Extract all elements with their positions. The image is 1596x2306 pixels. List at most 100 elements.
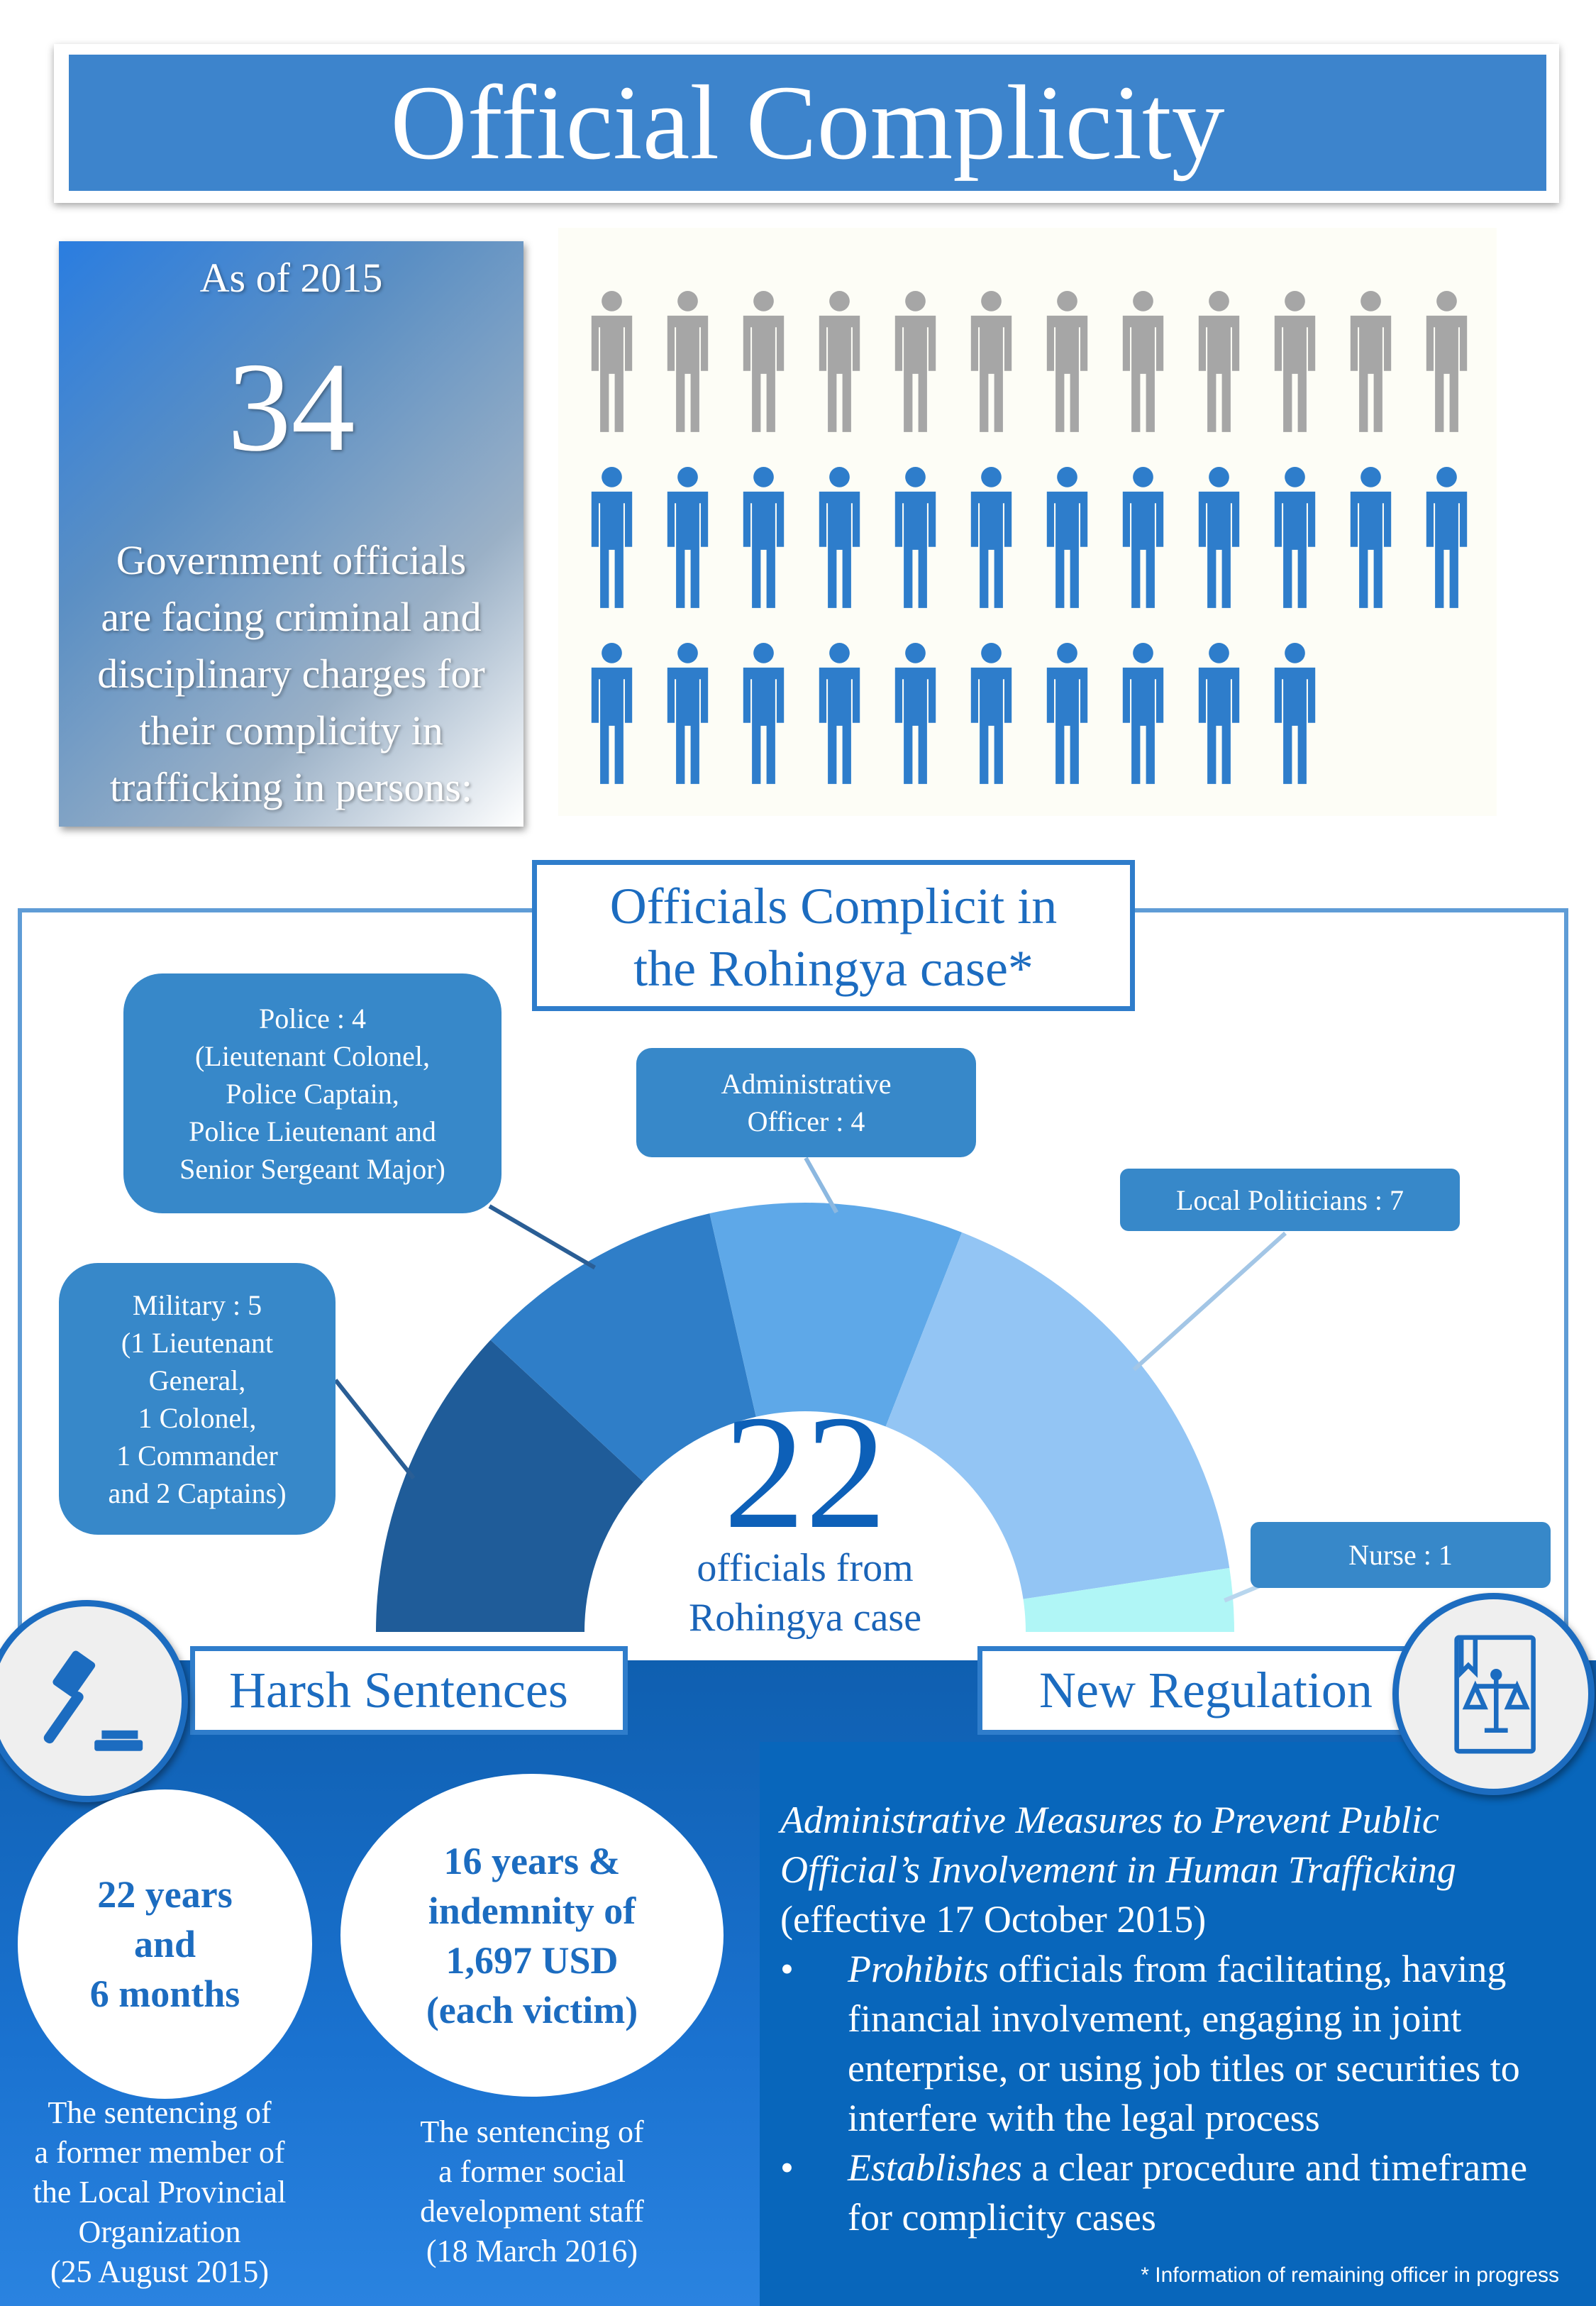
- person-icon-grey: [585, 289, 638, 438]
- sentence-line: 22 years: [97, 1873, 233, 1916]
- regulation-title: Official’s Involvement in Human Traffick…: [780, 1848, 1456, 1891]
- leader-line: [488, 1204, 597, 1270]
- person-icon-grey: [889, 289, 942, 438]
- callout-line: (Lieutenant Colonel,: [194, 1039, 430, 1072]
- callout-line: Nurse : 1: [1348, 1539, 1453, 1571]
- callout-line: Police Lieutenant and: [189, 1115, 436, 1147]
- person-icon-blue: [1041, 465, 1094, 614]
- regulation-bullet: Establishes a clear procedure and timefr…: [780, 2143, 1575, 2242]
- half-donut-chart: [333, 1157, 1321, 1632]
- gavel-icon: [43, 1650, 143, 1751]
- person-icon-blue: [1041, 641, 1094, 790]
- caption-line: a former member of: [34, 2135, 285, 2170]
- regulation-title: Administrative Measures to Prevent Publi…: [780, 1799, 1439, 1841]
- person-icon-blue: [1192, 641, 1246, 790]
- sentence-2-caption: The sentencing of a former social develo…: [379, 2112, 685, 2271]
- sentence-line: indemnity of: [428, 1889, 636, 1932]
- sentence-line: and: [133, 1923, 196, 1965]
- person-icon-blue: [889, 641, 942, 790]
- person-icon-grey: [813, 289, 866, 438]
- person-icon-blue: [965, 465, 1018, 614]
- person-icon-blue: [965, 641, 1018, 790]
- scales-of-justice-icon: [1453, 1635, 1536, 1753]
- callout-line: 1 Commander: [116, 1439, 278, 1472]
- sentence-line: 1,697 USD: [445, 1938, 619, 1982]
- person-icon-blue: [737, 641, 790, 790]
- caption-line: The sentencing of: [48, 2095, 272, 2130]
- new-regulation-heading: New Regulation: [977, 1646, 1412, 1735]
- caption-line: The sentencing of: [420, 2114, 644, 2149]
- person-icon-grey: [1116, 289, 1170, 438]
- desc-line: trafficking in persons:: [109, 764, 473, 810]
- sentence-2-bubble: 16 years & indemnity of 1,697 USD (each …: [340, 1774, 724, 2097]
- person-icon-grey: [737, 289, 790, 438]
- donut-segment-military: [376, 1340, 644, 1632]
- donut-segment-administrative-officer: [709, 1203, 963, 1427]
- stat-number: 34: [227, 336, 355, 478]
- callout-line: Administrative: [721, 1068, 892, 1100]
- desc-line: disciplinary charges for: [97, 651, 485, 697]
- callout-line: Police Captain,: [226, 1077, 399, 1110]
- person-icon-blue: [1344, 465, 1397, 614]
- chart-title-line: the Rohingya case*: [633, 940, 1033, 997]
- bullet-emphasis: Establishes: [848, 2146, 1023, 2189]
- caption-line: Organization: [78, 2214, 241, 2249]
- callout-local-politicians: Local Politicians : 7: [1120, 1169, 1460, 1231]
- bullet-emphasis: Prohibits: [848, 1948, 990, 1990]
- person-icon-blue: [1116, 465, 1170, 614]
- callout-admin: Administrative Officer : 4: [636, 1048, 976, 1157]
- donut-segment-local-politicians: [885, 1232, 1230, 1599]
- person-icon-blue: [1420, 465, 1473, 614]
- law-book-icon-circle: [1392, 1593, 1595, 1795]
- person-icon-blue: [661, 465, 714, 614]
- chart-title: Officials Complicit in the Rohingya case…: [532, 860, 1135, 1011]
- person-icon-blue: [1192, 465, 1246, 614]
- as-of-label: As of 2015: [199, 255, 383, 301]
- donut-segment-nurse: [1023, 1567, 1235, 1632]
- callout-line: Senior Sergeant Major): [179, 1152, 445, 1185]
- desc-line: are facing criminal and: [101, 594, 482, 640]
- person-icon-grey: [1268, 289, 1321, 438]
- callout-line: Local Politicians : 7: [1175, 1184, 1404, 1216]
- callout-police: Police : 4 (Lieutenant Colonel, Police C…: [123, 973, 501, 1213]
- desc-line: their complicity in: [139, 707, 443, 754]
- person-icon-grey: [1041, 289, 1094, 438]
- callout-nurse: Nurse : 1: [1251, 1522, 1551, 1588]
- stat-box: As of 2015 34 Government officials are f…: [59, 241, 523, 827]
- person-icon-grey: [1344, 289, 1397, 438]
- callout-line: General,: [148, 1364, 246, 1396]
- caption-line: development staff: [420, 2194, 644, 2229]
- caption-line: (18 March 2016): [426, 2234, 638, 2268]
- callout-line: Military : 5: [132, 1289, 262, 1321]
- person-icon-blue: [585, 641, 638, 790]
- callout-line: Officer : 4: [747, 1105, 865, 1137]
- person-icon-blue: [889, 465, 942, 614]
- callout-line: Police : 4: [258, 1002, 367, 1035]
- person-icon-blue: [661, 641, 714, 790]
- sentence-line: (each victim): [426, 1988, 638, 2031]
- leader-line: [1132, 1231, 1287, 1372]
- callout-line: and 2 Captains): [108, 1477, 287, 1509]
- caption-line: the Local Provincial: [33, 2175, 287, 2210]
- person-icon-blue: [737, 465, 790, 614]
- person-icon-blue: [585, 465, 638, 614]
- desc-line: Government officials: [116, 537, 467, 583]
- callout-line: 1 Colonel,: [138, 1401, 257, 1434]
- sentence-1-bubble: 22 years and 6 months: [18, 1789, 312, 2099]
- person-icon-grey: [661, 289, 714, 438]
- caption-line: a former social: [438, 2154, 626, 2189]
- person-icon-blue: [1268, 465, 1321, 614]
- sentence-line: 16 years &: [443, 1839, 621, 1882]
- page-title: Official Complicity: [69, 55, 1546, 191]
- callout-line: (1 Lieutenant: [121, 1326, 274, 1359]
- person-icon-grey: [1192, 289, 1246, 438]
- person-icon-blue: [813, 641, 866, 790]
- center-label-line: Rohingya case: [688, 1596, 922, 1640]
- person-icon-grey: [1420, 289, 1473, 438]
- gavel-icon-circle: [0, 1600, 188, 1802]
- regulation-effective-date: (effective 17 October 2015): [780, 1898, 1207, 1941]
- leader-line: [333, 1379, 416, 1480]
- center-label-line: officials from: [697, 1546, 914, 1590]
- person-icon-blue: [1116, 641, 1170, 790]
- sentence-1-caption: The sentencing of a former member of the…: [7, 2093, 312, 2292]
